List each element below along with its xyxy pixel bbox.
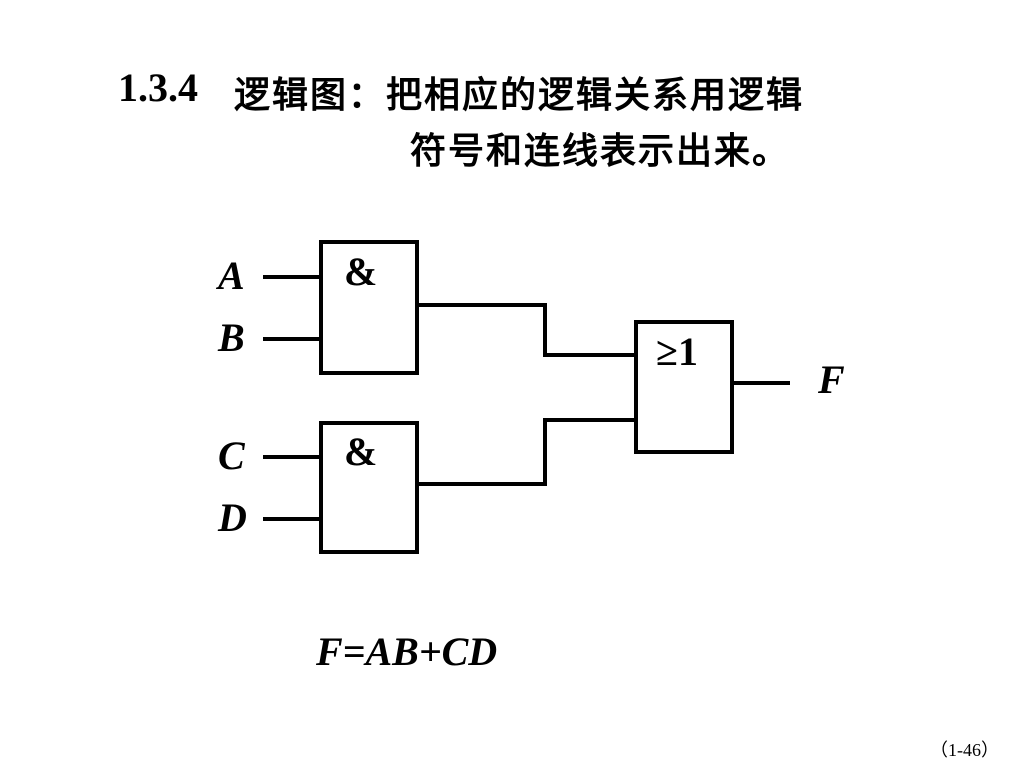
or-gate-symbol: ≥1 [656,329,698,374]
or-gate [634,320,734,454]
wire-and1-to-or [417,303,636,357]
title-line-2: 符号和连线表示出来。 [410,131,791,172]
formula: F=AB+CD [316,629,498,674]
and-gate-1 [319,240,419,375]
section-number: 1.3.4 [118,65,198,110]
and-gate-1-symbol: & [344,249,377,294]
label-input-a: A [215,253,245,298]
title-line-1: 逻辑图：把相应的逻辑关系用逻辑 [234,75,805,116]
wire-and2-to-or [417,418,636,486]
page-number: （1-46） [930,740,999,760]
and-gate-2 [319,421,419,554]
label-output-f: F [817,357,845,402]
label-input-b: B [217,315,245,360]
label-input-d: D [217,495,247,540]
and-gate-2-symbol: & [344,429,377,474]
label-input-c: C [218,433,246,478]
